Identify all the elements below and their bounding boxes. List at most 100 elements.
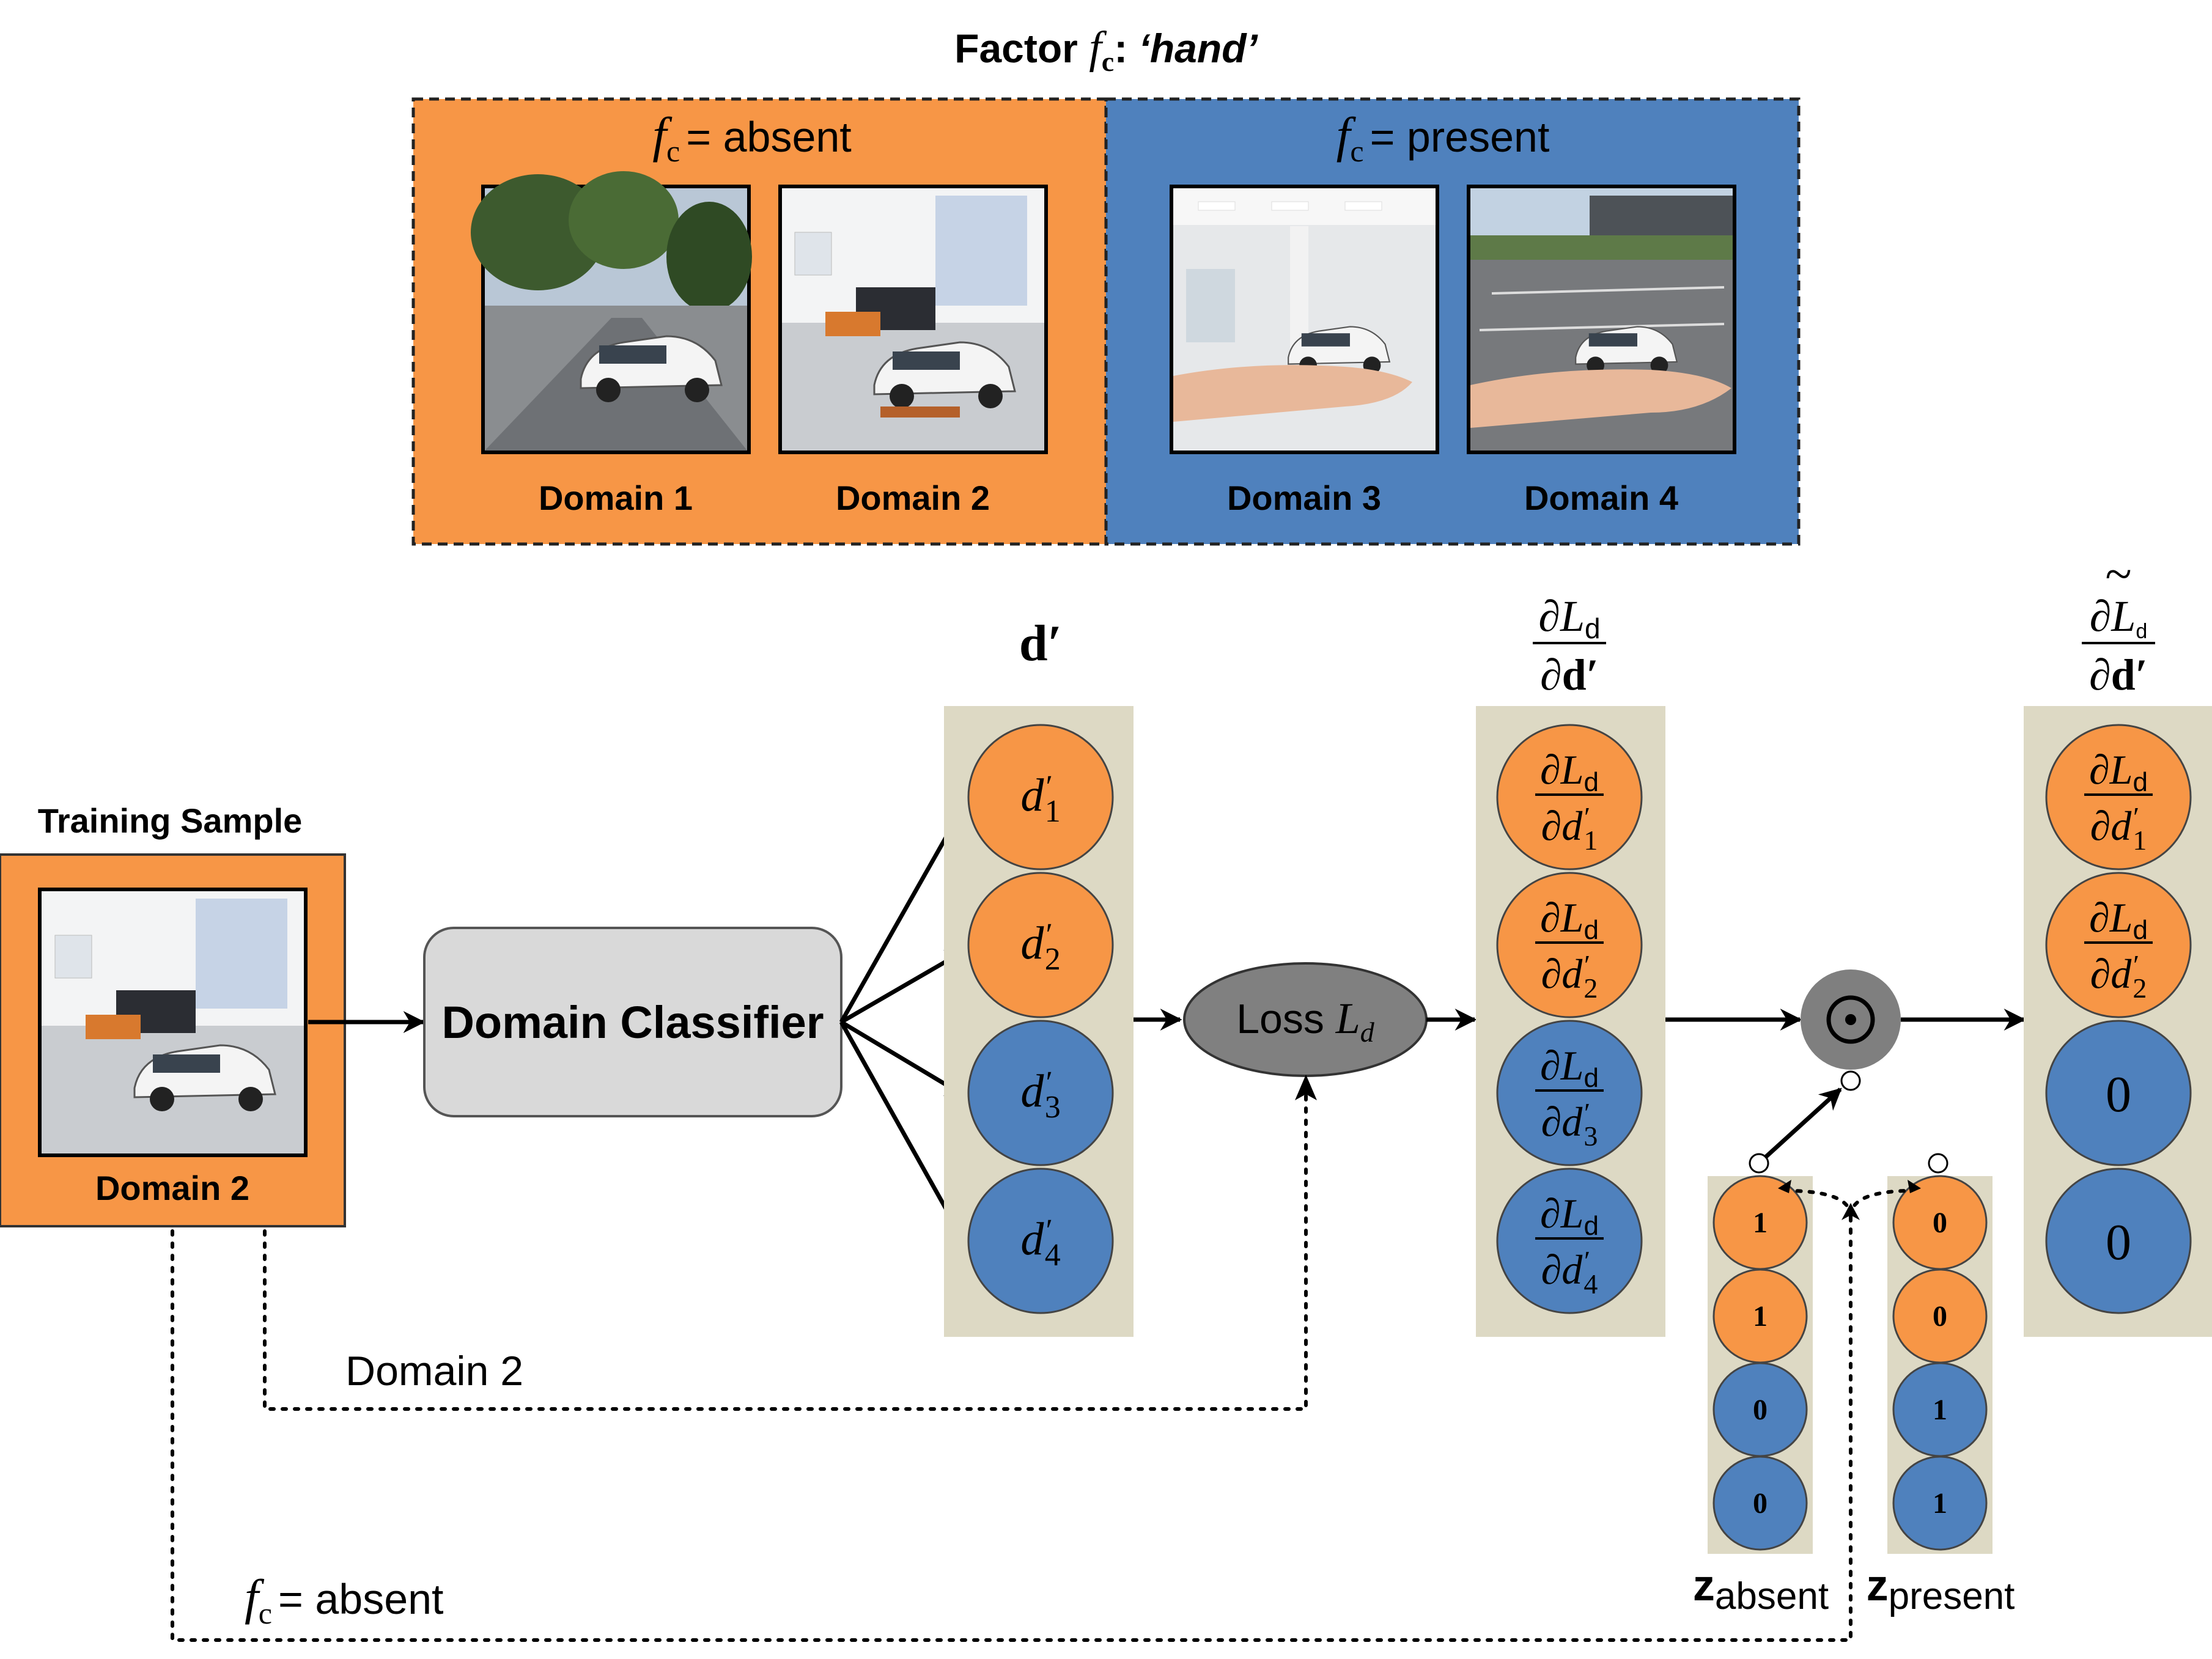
panel-present-label: = present (1370, 113, 1550, 161)
out-node-value: 0 (2106, 1066, 2131, 1123)
out-node-2: ∂Ld∂d′2 (2045, 872, 2192, 1018)
grad-header-num: ∂Ld (1538, 592, 1600, 644)
grad-node-num: ∂Ld (1540, 1042, 1599, 1093)
z-absent-node-3: 0 (1712, 1362, 1808, 1457)
d-node-group: d′1 d′2 d′3 d′4 (967, 724, 1114, 1314)
d-prime-header: d′ (1019, 615, 1062, 672)
z-present-node-3: 1 (1892, 1362, 1988, 1457)
out-header-den: ∂d′ (2089, 650, 2148, 699)
domain-2-label: Domain 2 (836, 479, 990, 517)
training-sample-image (38, 888, 308, 1157)
z-absent-node-1: 1 (1712, 1175, 1808, 1270)
grad-node-den: ∂d′3 (1541, 1097, 1598, 1152)
loss-label-sub: d (1360, 1017, 1375, 1048)
panel-present-title: fc= present (1336, 107, 1550, 168)
z-absent-node-group: 1 1 0 0 (1712, 1175, 1808, 1551)
d-node-label: d′3 (1020, 1065, 1060, 1125)
d-node-3: d′3 (967, 1020, 1114, 1166)
factor-title-sub: c (1102, 46, 1114, 77)
hadamard-dot (1845, 1014, 1856, 1025)
loss-label-text: Loss (1236, 996, 1336, 1042)
dotted-arrow-to-present (1908, 1180, 1921, 1193)
grad-node-group: ∂Ld∂d′1∂Ld∂d′2∂Ld∂d′3∂Ld∂d′4 (1496, 724, 1643, 1314)
z-present-node-4: 1 (1892, 1455, 1988, 1551)
switch-lever (1759, 1087, 1842, 1163)
domain-2-image (778, 185, 1048, 454)
z-absent-node-4: 0 (1712, 1455, 1808, 1551)
z-present-label-z: z (1867, 1561, 1889, 1610)
z-present-label: zpresent (1867, 1561, 2015, 1617)
panel-absent-label: = absent (686, 113, 852, 161)
training-sample-domain-label: Domain 2 (95, 1169, 249, 1207)
out-header-num-text: ∂L (2090, 592, 2136, 641)
factor-title-value: ‘hand’ (1139, 26, 1259, 71)
dotted-path-domain (263, 1086, 1308, 1411)
z-present-node-group: 0 0 1 1 (1892, 1175, 1988, 1551)
grad-node-4: ∂Ld∂d′4 (1496, 1168, 1643, 1314)
out-node-num: ∂Ld (2089, 894, 2148, 945)
z-absent-label-sub: absent (1715, 1575, 1829, 1617)
grad-node-num: ∂Ld (1540, 1190, 1599, 1241)
z-present-label-sub: present (1889, 1575, 2015, 1617)
dotted-label-factor-sub: c (259, 1596, 272, 1630)
grad-node-num: ∂Ld (1540, 746, 1599, 797)
z-present-node-1: 0 (1892, 1175, 1988, 1270)
d-node-label: d′1 (1020, 770, 1060, 829)
z-node-value: 0 (1753, 1394, 1768, 1426)
out-node-group: ∂Ld∂d′1∂Ld∂d′200 (2045, 724, 2192, 1314)
grad-node-3: ∂Ld∂d′3 (1496, 1020, 1643, 1166)
z-node-value: 1 (1753, 1300, 1768, 1333)
z-node-value: 0 (1753, 1487, 1768, 1520)
grad-node-den: ∂d′1 (1541, 801, 1598, 856)
z-absent-node-2: 1 (1712, 1268, 1808, 1364)
domain-4-label: Domain 4 (1524, 479, 1678, 517)
switch-terminal-hadamard (1840, 1070, 1861, 1091)
grad-node-den: ∂d′2 (1541, 949, 1598, 1004)
z-absent-label: zabsent (1693, 1561, 1829, 1617)
domain-3-label: Domain 3 (1227, 479, 1381, 517)
grad-node-1: ∂Ld∂d′1 (1496, 724, 1643, 870)
hadamard-ring (1826, 995, 1875, 1044)
switch-terminal-absent (1749, 1153, 1769, 1174)
out-header-tilde: ~ (2105, 548, 2131, 601)
z-present-node-2: 0 (1892, 1268, 1988, 1364)
switch-terminal-present (1928, 1153, 1948, 1174)
d-node-4: d′4 (967, 1168, 1114, 1314)
domain-1-image (471, 171, 752, 454)
domain-4-image (1467, 185, 1736, 454)
d-node-2: d′2 (967, 872, 1114, 1018)
out-node-4: 0 (2045, 1168, 2192, 1314)
z-node-value: 1 (1753, 1207, 1768, 1239)
grad-node-den: ∂d′4 (1541, 1245, 1598, 1300)
z-node-value: 1 (1933, 1394, 1947, 1426)
out-node-3: 0 (2045, 1020, 2192, 1166)
grad-header: ∂Ld ∂d′ (1533, 592, 1606, 699)
grad-header-den: ∂d′ (1540, 650, 1599, 699)
domain-1-label: Domain 1 (539, 479, 693, 517)
dotted-label-domain: Domain 2 (345, 1348, 523, 1394)
out-node-value: 0 (2106, 1214, 2131, 1271)
loss-label: Loss Ld (1236, 994, 1375, 1048)
panel-absent-sub: c (666, 134, 680, 168)
dotted-arrow-to-absent (1778, 1180, 1791, 1193)
out-header-num-sub: d (2136, 620, 2147, 643)
grad-header-num-sub: d (1585, 612, 1601, 644)
factor-title-prefix: Factor (954, 26, 1089, 71)
domain-classifier-label: Domain Classifier (441, 997, 824, 1048)
d-node-label: d′4 (1020, 1213, 1060, 1273)
panel-present-sub: c (1350, 134, 1363, 168)
out-node-num: ∂Ld (2089, 746, 2148, 797)
dotted-label-factor-text: = absent (278, 1575, 444, 1623)
z-absent-label-z: z (1693, 1561, 1715, 1610)
z-node-value: 1 (1933, 1487, 1947, 1520)
z-node-value: 0 (1933, 1207, 1947, 1239)
d-node-1: d′1 (967, 724, 1114, 870)
dotted-label-factor: fc= absent (245, 1569, 444, 1630)
d-node-label: d′2 (1020, 918, 1060, 977)
factor-title: Factor fc: ‘hand’ (954, 23, 1258, 77)
out-node-den: ∂d′2 (2090, 949, 2147, 1004)
panel-absent-title: fc= absent (652, 107, 852, 168)
dotted-arrow-to-switch (1841, 1203, 1860, 1220)
